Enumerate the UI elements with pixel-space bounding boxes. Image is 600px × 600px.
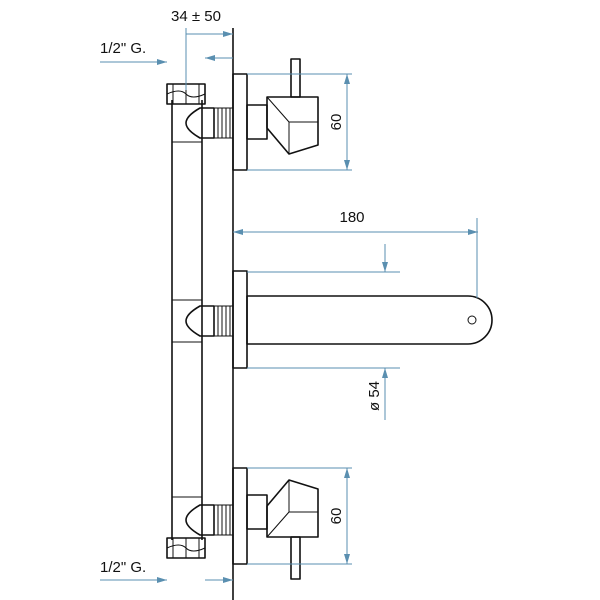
- bottom-cartridge: [185, 504, 234, 536]
- top-flange: [232, 73, 248, 171]
- dimension-spout-diameter: [247, 367, 400, 420]
- dimension-handle-top: [247, 73, 352, 171]
- dimension-offset: [185, 28, 233, 90]
- bottom-connection-nut: [166, 537, 206, 559]
- thread-top-label: 1/2" G.: [100, 40, 146, 57]
- top-cartridge: [185, 107, 234, 139]
- spout-length-label: 180: [339, 209, 364, 226]
- middle-flange: [232, 270, 248, 369]
- middle-cartridge: [185, 305, 234, 337]
- spout: [246, 295, 493, 345]
- thread-bottom-label: 1/2" G.: [100, 559, 146, 576]
- dimension-thread-bottom: [100, 577, 233, 583]
- top-handle: [246, 58, 319, 155]
- spout-diameter-label: ø 54: [366, 381, 383, 411]
- bottom-handle: [246, 479, 319, 580]
- handle-top-height-label: 60: [328, 114, 345, 131]
- spout-outlet: [467, 315, 477, 325]
- bottom-flange: [232, 467, 248, 565]
- offset-range-label: 34 ± 50: [171, 8, 221, 25]
- concealed-body: [171, 100, 203, 540]
- handle-bottom-height-label: 60: [328, 508, 345, 525]
- dimension-spout-length: [233, 218, 478, 298]
- dimension-handle-bottom: [247, 467, 352, 565]
- dimension-thread-top: [100, 59, 167, 65]
